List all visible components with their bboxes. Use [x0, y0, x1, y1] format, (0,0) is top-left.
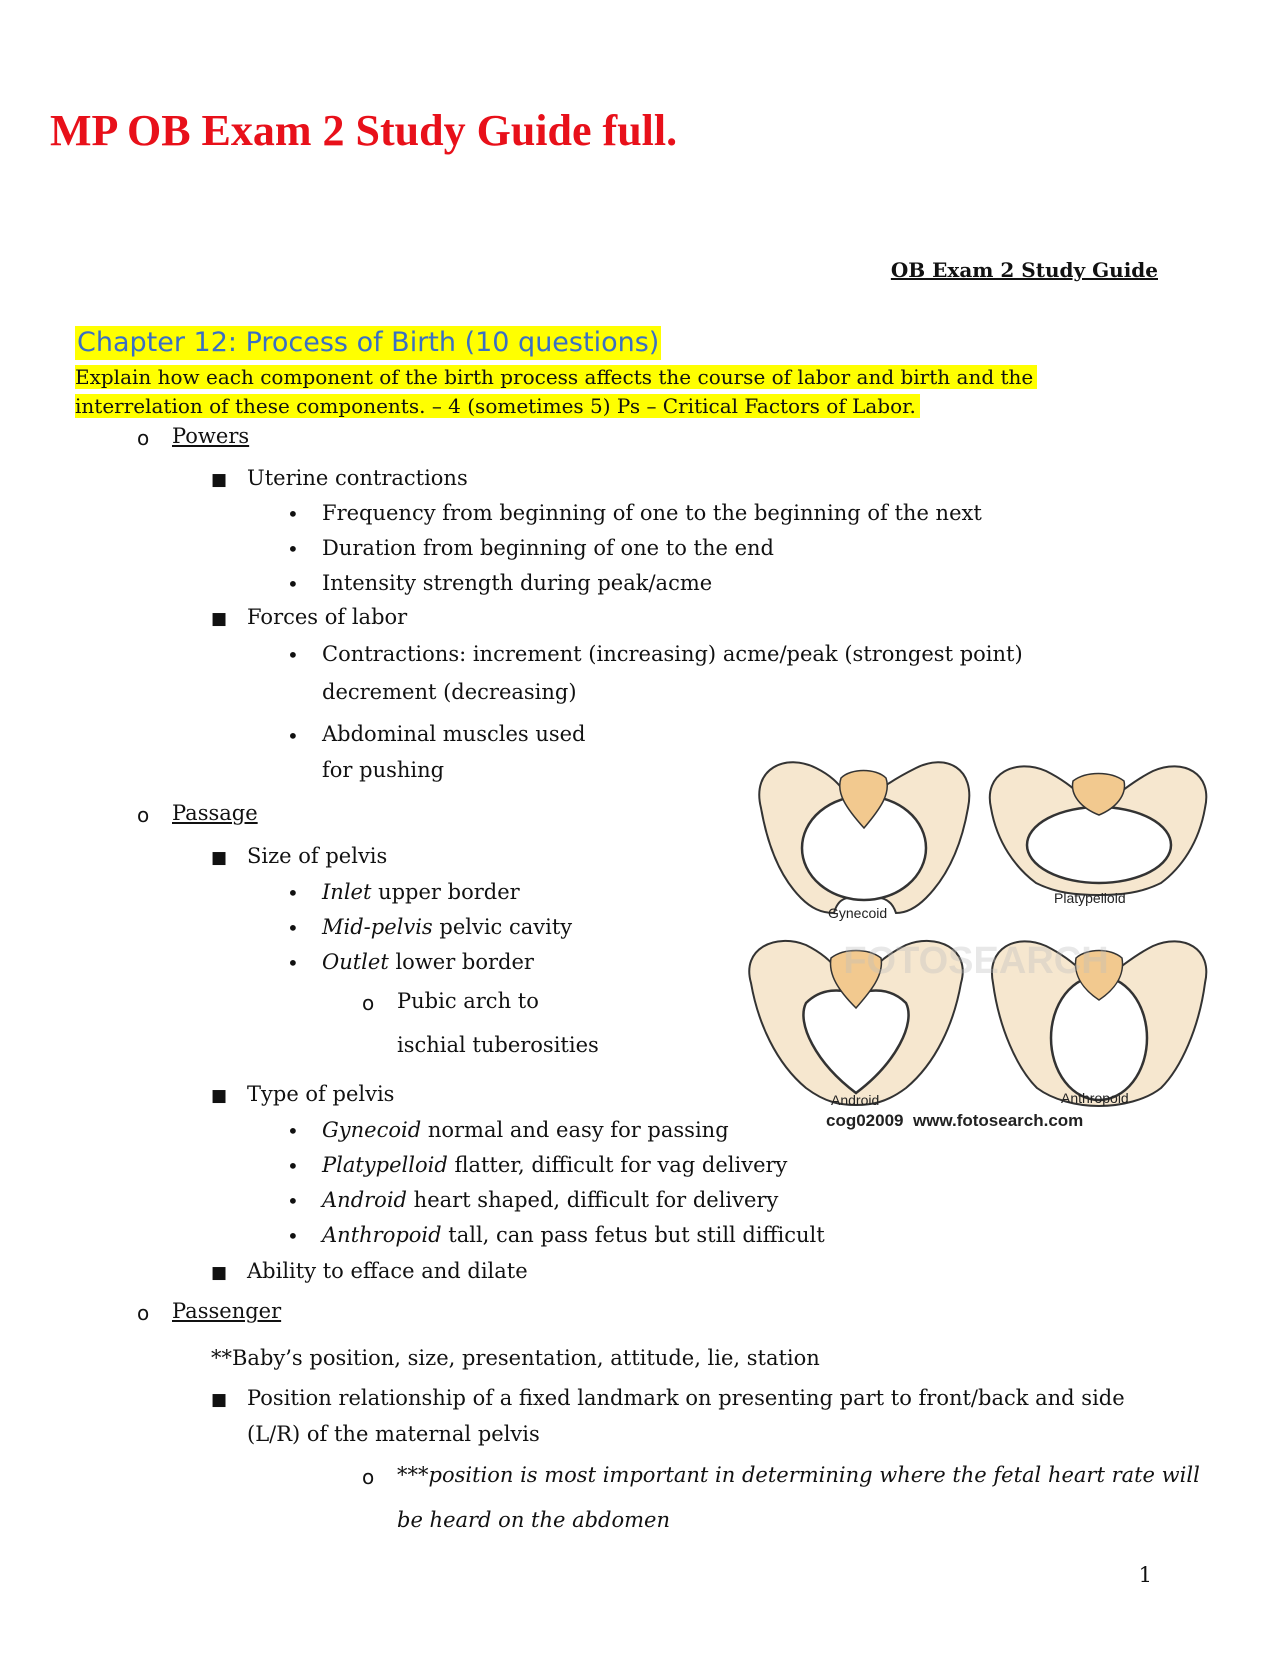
square-bullet-icon: ■ [211, 470, 228, 490]
platypelloid-item: Platypelloid flatter, difficult for vag … [322, 1153, 787, 1177]
document-title: MP OB Exam 2 Study Guide full. [50, 106, 678, 155]
definition: upper border [378, 880, 520, 904]
pelvis-android-illustration [748, 940, 964, 1107]
page-header: OB Exam 2 Study Guide [890, 258, 1158, 282]
section-passenger: Passenger [172, 1299, 282, 1323]
intensity-item: Intensity strength during peak/acme [322, 571, 712, 595]
term: Android [322, 1188, 407, 1212]
bullet-icon: • [287, 1189, 299, 1213]
page-number: 1 [1138, 1563, 1152, 1587]
pubic-arch-item-cont: ischial tuberosities [397, 1033, 599, 1057]
figure-watermark: FOTOSEARCH [843, 940, 1108, 982]
anthropoid-item: Anthropoid tall, can pass fetus but stil… [322, 1223, 825, 1247]
bullet-icon: • [287, 881, 299, 905]
position-item-cont: (L/R) of the maternal pelvis [247, 1422, 540, 1446]
size-of-pelvis-item: Size of pelvis [247, 844, 388, 868]
duration-item: Duration from beginning of one to the en… [322, 536, 774, 560]
definition: from beginning of one to the beginning o… [442, 501, 982, 525]
label-gynecoid: Gynecoid [828, 905, 887, 921]
pelvis-anthropoid-illustration [990, 940, 1208, 1108]
definition: pelvic cavity [439, 915, 573, 939]
chapter-heading: Chapter 12: Process of Birth (10 questio… [75, 326, 662, 360]
pubic-arch-item: Pubic arch to [397, 989, 539, 1013]
frequency-item: Frequency from beginning of one to the b… [322, 501, 982, 525]
forces-of-labor-item: Forces of labor [247, 605, 408, 629]
square-bullet-icon: ■ [211, 609, 228, 629]
label-platypelloid: Platypelloid [1054, 890, 1126, 906]
square-bullet-icon: ■ [211, 848, 228, 868]
definition: flatter, difficult for vag delivery [454, 1153, 788, 1177]
gynecoid-item: Gynecoid normal and easy for passing [322, 1118, 729, 1142]
bullet-icon: • [287, 916, 299, 940]
section-passage: Passage [172, 801, 258, 825]
term: Mid-pelvis [322, 915, 433, 939]
bullet-icon: • [287, 951, 299, 975]
bullet-icon: • [287, 572, 299, 596]
abdominal-item-cont: for pushing [322, 758, 445, 782]
outlet-item: Outlet lower border [322, 950, 534, 974]
definition: from beginning of one to the end [422, 536, 775, 560]
circle-bullet-icon: o [137, 803, 150, 827]
definition: normal and easy for passing [427, 1118, 729, 1142]
abdominal-item: Abdominal muscles used [322, 722, 586, 746]
mid-pelvis-item: Mid-pelvis pelvic cavity [322, 915, 572, 939]
figure-credit: cog02009 www.fotosearch.com [826, 1111, 1083, 1130]
term: Frequency [322, 501, 436, 525]
label-anthropoid: Anthropoid [1061, 1090, 1129, 1106]
objective-line-1: Explain how each component of the birth … [75, 365, 1038, 389]
bullet-icon: • [287, 724, 299, 748]
passenger-note: **Baby’s position, size, presentation, a… [211, 1346, 820, 1370]
term: Gynecoid [322, 1118, 422, 1142]
label-android: Android [831, 1092, 879, 1108]
term: Position [247, 1386, 332, 1410]
definition: strength during peak/acme [422, 571, 713, 595]
bullet-icon: • [287, 1224, 299, 1248]
inlet-item: Inlet upper border [322, 880, 520, 904]
bullet-icon: • [287, 502, 299, 526]
position-importance-note-cont: be heard on the abdomen [397, 1508, 670, 1532]
uterine-contractions-item: Uterine contractions [247, 466, 468, 490]
chapter-objective: Explain how each component of the birth … [75, 363, 1038, 421]
square-bullet-icon: ■ [211, 1390, 228, 1410]
type-of-pelvis-item: Type of pelvis [247, 1082, 395, 1106]
position-item: Position relationship of a fixed landmar… [247, 1386, 1125, 1410]
bullet-icon: • [287, 1154, 299, 1178]
circle-bullet-icon: o [362, 991, 375, 1015]
position-importance-note: ***position is most important in determi… [397, 1463, 1200, 1487]
bullet-icon: • [287, 1119, 299, 1143]
term: Inlet [322, 880, 372, 904]
term: Duration [322, 536, 417, 560]
text-part: Contractions: increment (increasing) [322, 642, 717, 666]
definition: lower border [395, 950, 534, 974]
text-part: acme/peak (strongest point) [722, 642, 1023, 666]
efface-dilate-item: Ability to efface and dilate [247, 1259, 528, 1283]
pelvis-types-figure: FOTOSEARCH Gynecoid Platypelloid Android… [748, 761, 1208, 1130]
pelvis-gynecoid-illustration [758, 761, 971, 915]
square-bullet-icon: ■ [211, 1263, 228, 1283]
term: Platypelloid [322, 1153, 448, 1177]
term: Intensity [322, 571, 417, 595]
circle-bullet-icon: o [137, 1301, 150, 1325]
pelvis-platypelloid-illustration [988, 765, 1208, 897]
objective-line-2: interrelation of these components. – 4 (… [75, 394, 920, 418]
contractions-item-cont: decrement (decreasing) [322, 680, 577, 704]
android-item: Android heart shaped, difficult for deli… [322, 1188, 778, 1212]
definition: tall, can pass fetus but still difficult [448, 1223, 825, 1247]
bullet-icon: • [287, 643, 299, 667]
section-powers: Powers [172, 424, 250, 448]
term: Anthropoid [322, 1223, 442, 1247]
circle-bullet-icon: o [362, 1465, 375, 1489]
square-bullet-icon: ■ [211, 1086, 228, 1106]
definition: heart shaped, difficult for delivery [413, 1188, 779, 1212]
definition: relationship of a fixed landmark on pres… [338, 1386, 1125, 1410]
contractions-item: Contractions: increment (increasing) acm… [322, 642, 1023, 666]
circle-bullet-icon: o [137, 426, 150, 450]
term: Outlet [322, 950, 389, 974]
bullet-icon: • [287, 537, 299, 561]
